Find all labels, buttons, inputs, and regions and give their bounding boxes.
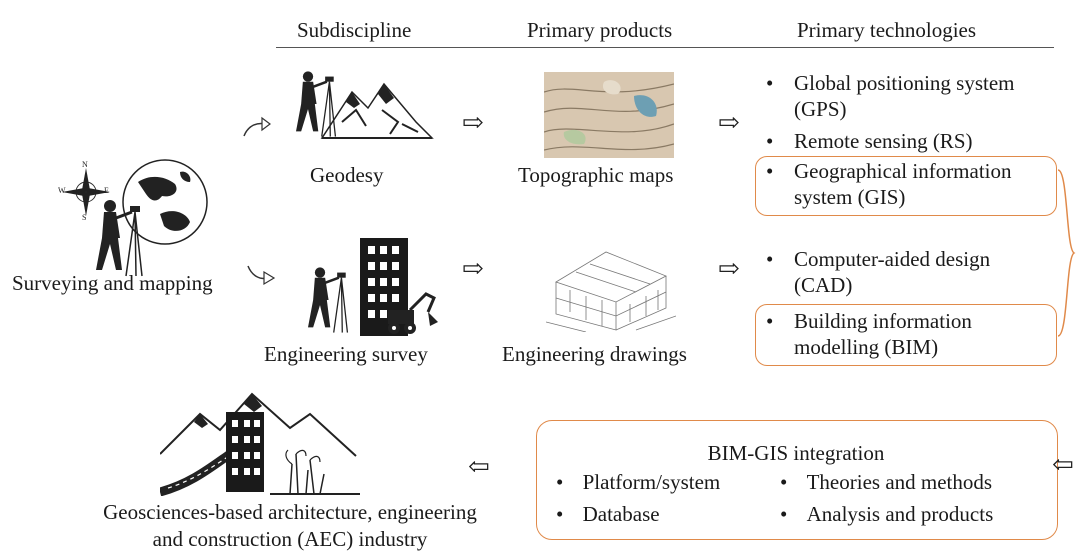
bullet: • xyxy=(766,309,774,333)
tech-line: Geographical information xyxy=(794,159,1012,183)
integration-item-label: Platform/system xyxy=(582,470,721,494)
tech-item-gps: • Global positioning system (GPS) xyxy=(766,70,1056,122)
header-products: Primary products xyxy=(527,18,673,42)
building-icon xyxy=(360,238,408,336)
header-subdiscipline: Subdiscipline xyxy=(297,18,412,42)
bullet: • xyxy=(780,502,788,526)
mountain-icon xyxy=(320,82,434,139)
tech-line: system (GIS) xyxy=(794,185,906,209)
header-rule xyxy=(276,47,1054,48)
compass-s: S xyxy=(82,213,87,222)
tech-line: (GPS) xyxy=(794,97,847,121)
compass-e: E xyxy=(104,186,109,195)
tech-line: Remote sensing (RS) xyxy=(794,129,973,153)
integration-title: BIM-GIS integration xyxy=(707,441,885,465)
bullet: • xyxy=(766,159,774,183)
bullet: • xyxy=(556,502,564,526)
integration-box xyxy=(536,420,1058,540)
curved-arrow-icon xyxy=(243,116,271,137)
row2-subdiscipline: Engineering survey xyxy=(264,342,428,366)
tech-line: Global positioning system xyxy=(794,71,1015,95)
bullet: • xyxy=(766,247,774,271)
right-arrow-icon: ⇨ xyxy=(718,108,740,137)
bullet: • xyxy=(780,470,788,494)
left-arrow-icon: ⇦ xyxy=(468,452,490,481)
right-arrow-icon: ⇨ xyxy=(462,108,484,137)
bullet: • xyxy=(766,129,774,153)
row1-product: Topographic maps xyxy=(518,163,674,187)
compass-w: W xyxy=(58,186,66,195)
row1-subdiscipline: Geodesy xyxy=(310,163,384,187)
city-road-icon xyxy=(160,392,360,496)
compass-n: N xyxy=(82,160,88,169)
excavator-icon xyxy=(388,292,438,334)
outcome-line2: and construction (AEC) industry xyxy=(152,527,428,551)
surveyor-icon xyxy=(96,200,143,277)
right-arrow-icon: ⇨ xyxy=(718,254,740,283)
surveyor-icon xyxy=(296,71,337,137)
brace-icon xyxy=(1057,169,1076,337)
bim-highlight-box xyxy=(755,304,1057,366)
integration-item-label: Database xyxy=(582,502,660,526)
row2-product: Engineering drawings xyxy=(502,342,687,366)
integration-item: • Theories and methods xyxy=(780,470,992,495)
globe-icon xyxy=(122,159,208,245)
left-arrow-icon: ⇦ xyxy=(1052,450,1074,479)
curved-arrow-icon xyxy=(247,265,276,286)
integration-item: • Platform/system xyxy=(556,470,720,495)
tech-line: Building information xyxy=(794,309,972,333)
topographic-map-image xyxy=(544,72,674,158)
tech-line: Computer-aided design xyxy=(794,247,991,271)
house-drawing-image xyxy=(546,251,676,332)
integration-item-label: Theories and methods xyxy=(806,470,993,494)
outcome-line1: Geosciences-based architecture, engineer… xyxy=(103,500,477,524)
integration-item-label: Analysis and products xyxy=(806,502,994,526)
bullet: • xyxy=(766,71,774,95)
tech-item-gis: • Geographical information system (GIS) xyxy=(766,158,1056,210)
header-technologies: Primary technologies xyxy=(797,18,977,42)
tech-item-bim: • Building information modelling (BIM) xyxy=(766,308,1056,360)
tech-line: modelling (BIM) xyxy=(794,335,939,359)
tech-item-cad: • Computer-aided design (CAD) xyxy=(766,246,1056,298)
compass-rose-icon xyxy=(62,168,110,216)
integration-item: • Analysis and products xyxy=(780,502,993,527)
gis-highlight-box xyxy=(755,156,1057,216)
tech-line: (CAD) xyxy=(794,273,853,297)
integration-item: • Database xyxy=(556,502,660,527)
surveyor-icon xyxy=(308,267,349,333)
right-arrow-icon: ⇨ xyxy=(462,254,484,283)
root-label: Surveying and mapping xyxy=(12,271,213,295)
tech-item-rs: • Remote sensing (RS) xyxy=(766,128,1056,154)
bullet: • xyxy=(556,470,564,494)
